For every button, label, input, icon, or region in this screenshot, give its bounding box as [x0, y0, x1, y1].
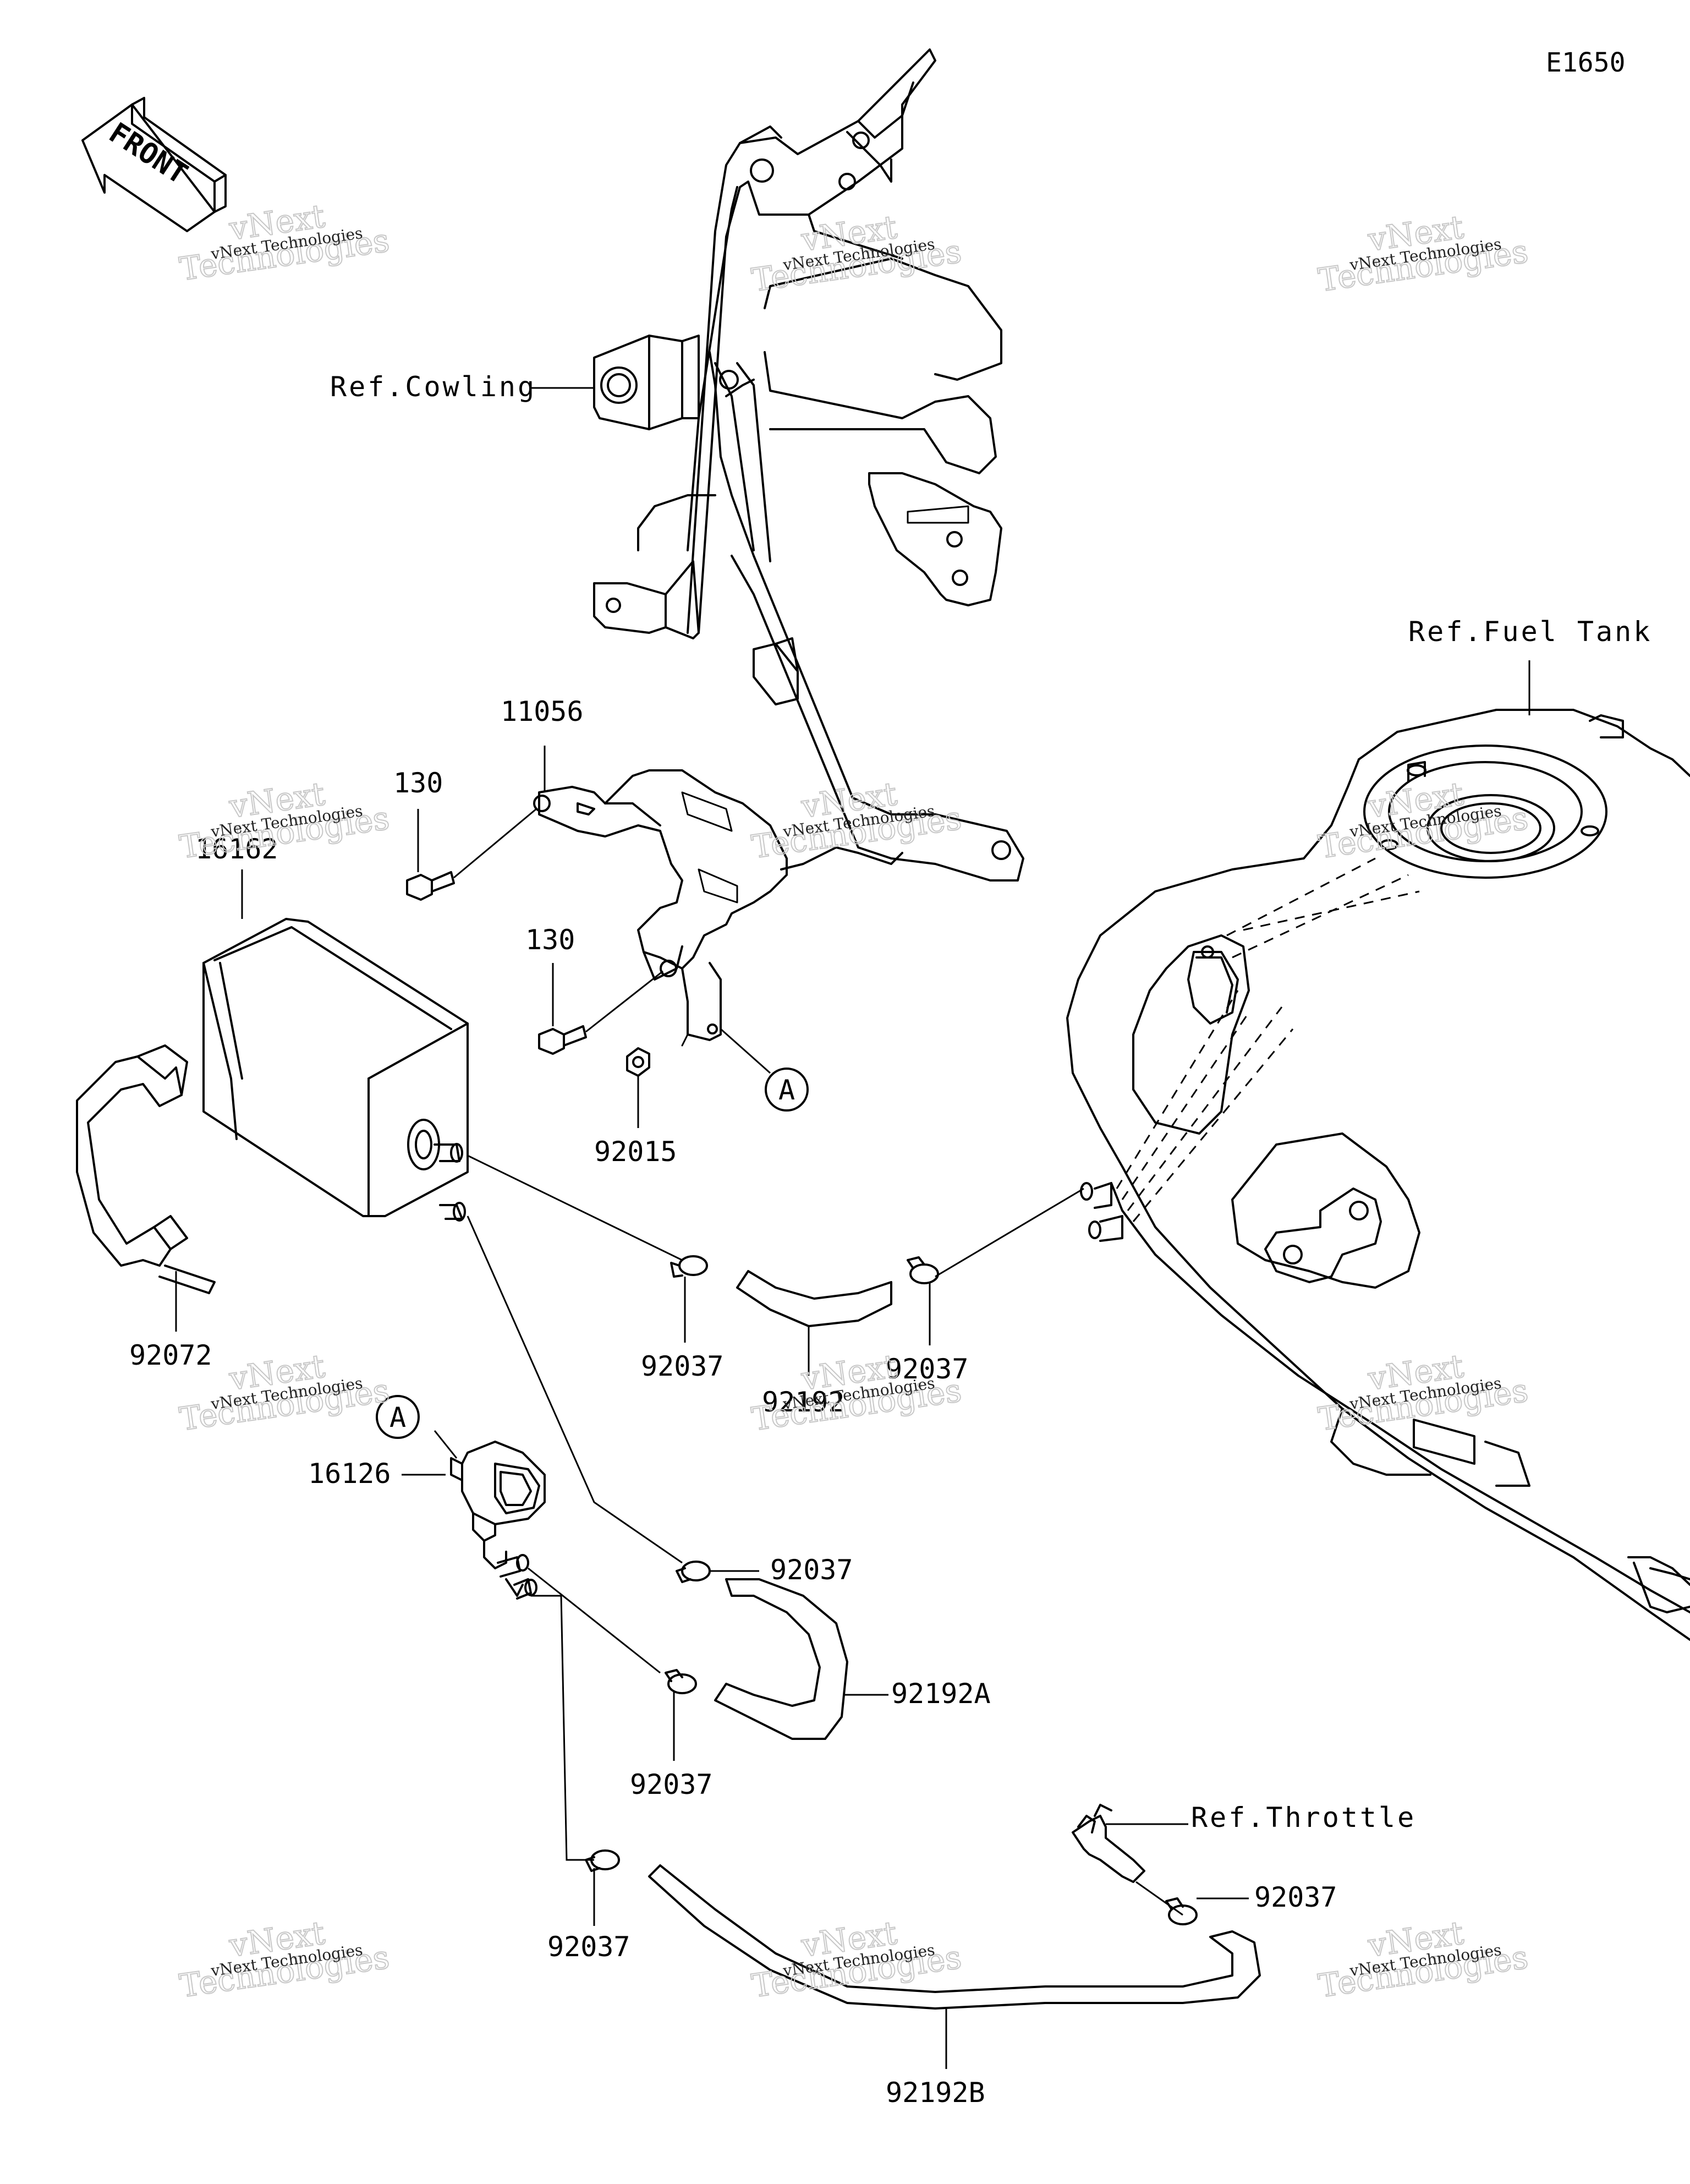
part-92192A-label: 92192A — [891, 1678, 991, 1710]
marker-a-upper-label: A — [778, 1074, 795, 1106]
clamp-92037-a — [670, 1255, 708, 1343]
ref-throttle-label: Ref.Throttle — [1191, 1802, 1416, 1833]
part-92015-label: 92015 — [594, 1136, 677, 1168]
watermark: Technologies vNext vNext Technologies — [1315, 1346, 1531, 1438]
bolt-130-upper — [406, 808, 537, 901]
hose-92192 — [467, 1154, 1084, 1376]
fuel-tank — [1066, 660, 1690, 1641]
watermark: Technologies vNext vNext Technologies — [1315, 207, 1531, 299]
bolt-130-lower — [538, 970, 663, 1055]
part-92037-c-label: 92037 — [770, 1554, 853, 1586]
watermark: Technologies vNext vNext Technologies — [1315, 774, 1531, 866]
solenoid-valve-16126 — [402, 1430, 546, 1600]
part-92037-e-label: 92037 — [547, 1931, 630, 1963]
watermark: Technologies vNext vNext Technologies — [1315, 1913, 1531, 2005]
nut-92015 — [626, 1047, 650, 1128]
part-92037-f-label: 92037 — [1254, 1881, 1337, 1913]
hose-92192A — [467, 1216, 888, 1740]
part-130-upper-label: 130 — [393, 767, 443, 799]
bracket-11056 — [533, 769, 903, 1047]
clamp-92037-f — [1165, 1897, 1249, 1925]
ref-cowling-label: Ref.Cowling — [330, 371, 536, 403]
throttle-fitting — [1072, 1804, 1188, 1916]
diagram-code: E1650 — [1546, 47, 1626, 78]
part-92037-d-label: 92037 — [630, 1769, 713, 1800]
marker-a-lower: A — [376, 1395, 420, 1439]
clamp-92037-e — [585, 1849, 620, 1926]
ref-fuel-tank-label: Ref.Fuel Tank — [1408, 616, 1652, 648]
part-16162-label: 16162 — [195, 833, 278, 865]
watermark: Technologies vNext vNext Technologies — [177, 774, 392, 866]
part-92037-a-label: 92037 — [641, 1350, 724, 1382]
part-92192-label: 92192 — [762, 1386, 845, 1418]
marker-a-lower-label: A — [389, 1402, 406, 1433]
part-92072-label: 92072 — [129, 1339, 212, 1371]
part-11056-label: 11056 — [501, 696, 584, 727]
clamp-92037-d — [665, 1669, 697, 1761]
clamp-92037-b — [907, 1256, 939, 1345]
hose-92192B — [531, 1595, 1261, 2069]
watermark: Technologies vNext vNext Technologies — [177, 1913, 392, 2005]
canister-16162 — [202, 869, 469, 1222]
part-16126-label: 16126 — [308, 1458, 391, 1490]
strap-92072 — [76, 1044, 216, 1332]
cowling-stay-frame — [593, 48, 1024, 882]
front-arrow-icon: FRONT — [81, 97, 227, 232]
marker-a-upper: A — [765, 1068, 809, 1112]
clamp-92037-c — [676, 1561, 759, 1583]
watermark: Technologies vNext vNext Technologies — [749, 774, 964, 866]
leader-marker-a — [720, 1028, 771, 1074]
part-92037-b-label: 92037 — [886, 1353, 969, 1385]
part-92192B-label: 92192B — [886, 2077, 985, 2109]
part-130-lower-label: 130 — [525, 924, 575, 956]
